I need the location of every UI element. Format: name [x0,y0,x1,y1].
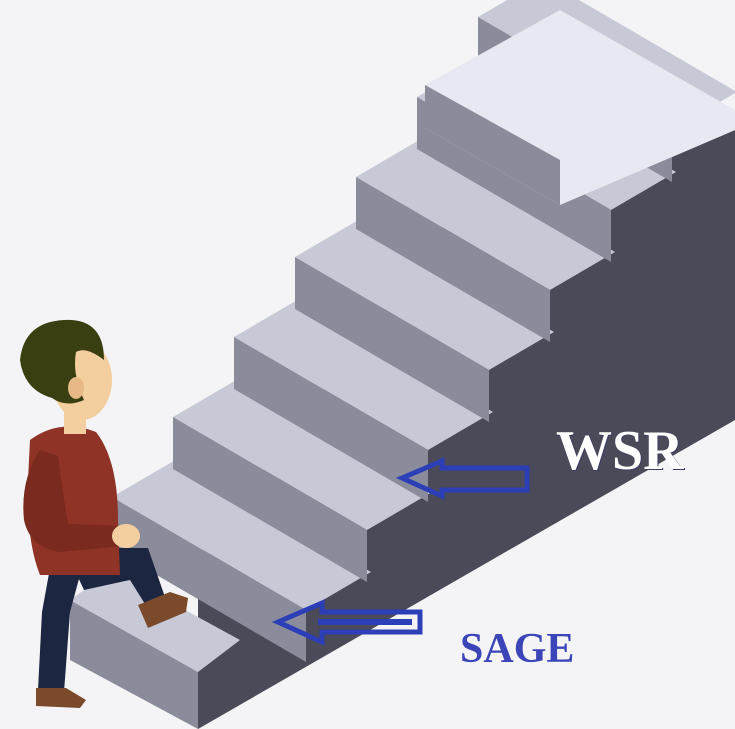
step-tread [234,299,493,450]
step-tread [295,219,554,370]
landing-riser [425,85,560,205]
step-tread [112,459,371,610]
lower-arrow-icon [271,599,423,646]
step-riser [112,497,306,662]
wsr-label: WSR [556,420,684,482]
step-riser [173,417,367,582]
step-riser [234,337,428,502]
sage-label: SAGE [460,626,575,672]
step-tread [356,139,615,290]
step-tread [173,379,432,530]
step-riser [70,600,198,729]
upper-arrow-icon [395,457,530,500]
step-riser [356,177,550,342]
staircase [70,0,735,729]
person-climbing-icon [20,319,188,708]
step-riser [295,257,489,422]
